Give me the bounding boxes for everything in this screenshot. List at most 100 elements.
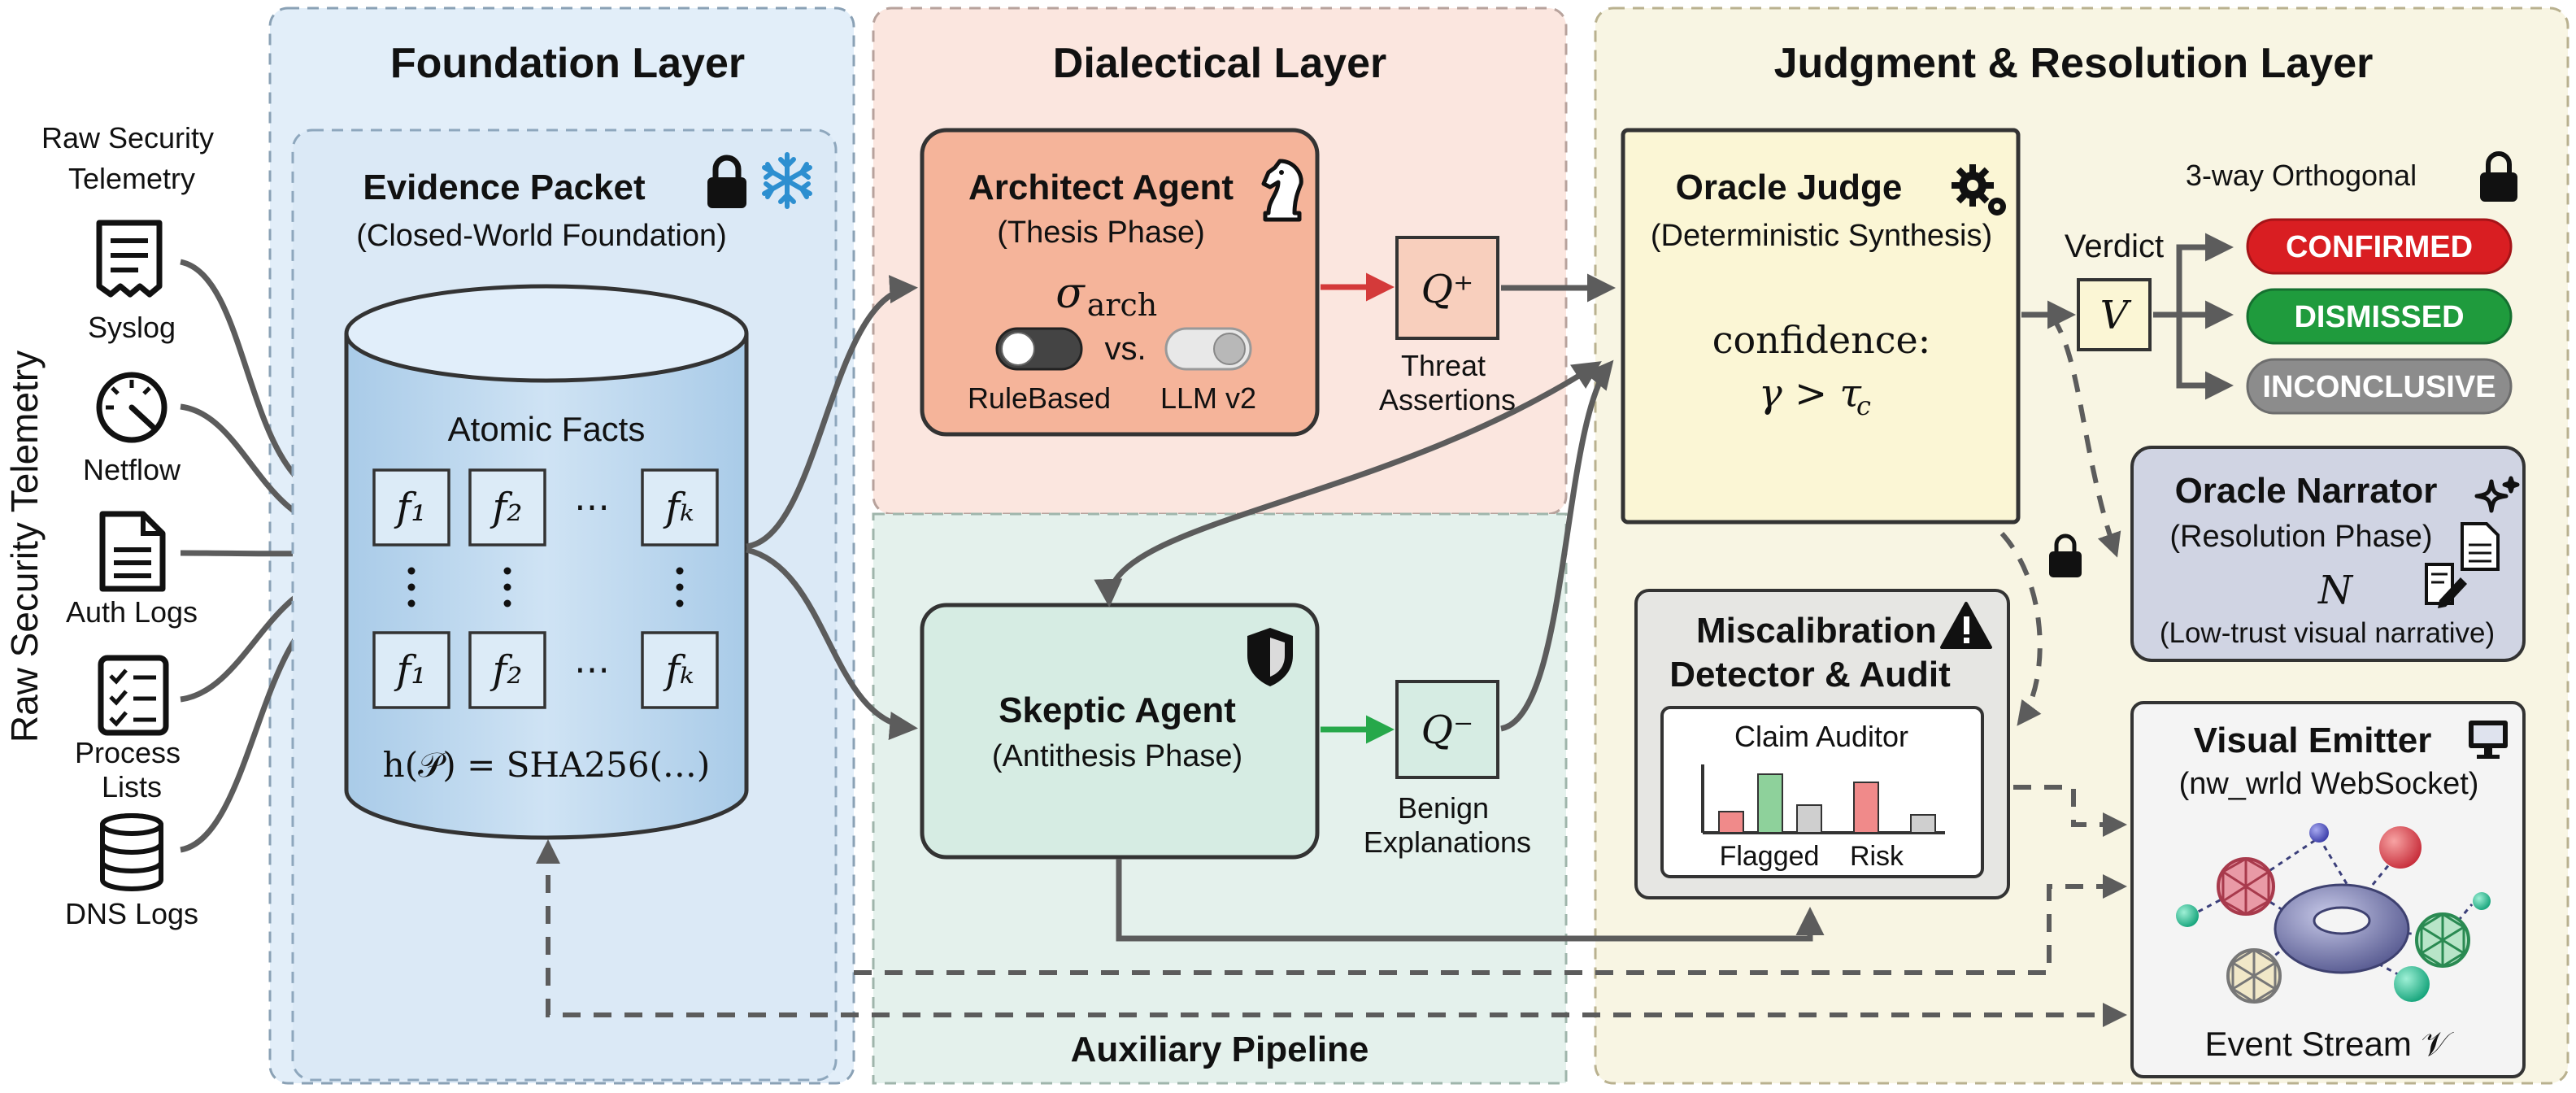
process-lists-line2: Lists [102,770,162,803]
oracle-judge-box [1621,128,2021,525]
oracle-narrator-title: Oracle Narrator [2175,471,2438,511]
snowflake-icon [762,152,812,209]
benign-explanations-line1: Benign [1398,791,1489,825]
verdict-inconclusive-pill[interactable] [2246,358,2513,415]
source-label-netflow: Netflow [83,453,181,486]
foundation-layer-title: Foundation Layer [390,40,745,87]
dashed-arrow-feedback-to-foundation [536,839,2127,1027]
mini-chart-bar [1910,814,1936,834]
evidence-packet-subtitle: (Closed-World Foundation) [356,219,727,253]
document-icon [2461,522,2500,571]
verdict-confirmed-label: CONFIRMED [2286,230,2473,264]
vs-label: vs. [1104,331,1146,367]
fact-f2-row2: f₂ [490,647,522,693]
gauge-icon [96,372,168,443]
oracle-narrator-box [2130,446,2526,662]
confidence-subscript: c [1856,390,1871,421]
verdict-inconclusive-label: INCONCLUSIVE [2262,370,2496,404]
sparkle-icon [2474,476,2520,513]
fact-box [641,468,719,546]
document-icon [99,511,166,592]
miscalibration-title-line1: Miscalibration [1696,611,1937,651]
oracle-narrator-subtitle: (Resolution Phase) [2169,520,2432,554]
claim-auditor-title: Claim Auditor [1734,720,1908,753]
risk-label: Risk [1850,841,1904,872]
fact-f2: f₂ [490,485,522,530]
q-plus-box [1395,236,1499,340]
vertical-ellipsis [407,567,684,607]
inputs-title-line1: Raw Security [41,121,214,155]
fact-f1: f₁ [394,485,426,530]
q-minus-box [1395,680,1499,779]
edit-document-icon [2425,563,2467,608]
inputs-title-line2: Telemetry [68,162,195,195]
threat-assertions-line2: Assertions [1379,383,1516,416]
q-plus-symbol: Q⁺ [1421,267,1474,312]
fact-box [372,468,450,546]
verdict-box [2077,278,2152,351]
shield-icon [1247,628,1293,686]
arrow-facts-to-skeptic [746,546,918,740]
benign-explanations-line2: Explanations [1364,825,1531,859]
arrow-verdict-inconclusive [2176,315,2234,400]
confidence-expression: γ > τ [1759,371,1862,416]
arrow-judge-skeptic-loop [1094,361,1602,607]
q-minus-symbol: Q⁻ [1421,708,1474,753]
fact-box [468,631,546,709]
architect-agent-title: Architect Agent [968,168,1234,207]
receipt-icon [96,220,163,298]
fact-box [641,631,719,709]
visual-emitter-title: Visual Emitter [2194,721,2432,760]
narrator-symbol: N [2317,568,2354,613]
verdict-confirmed-pill[interactable] [2246,218,2513,275]
side-telemetry-label: Raw Security Telemetry [3,351,46,742]
atomic-facts-title: Atomic Facts [448,410,646,448]
llm-v2-label: LLM v2 [1160,381,1256,415]
source-label-auth-logs: Auth Logs [66,595,198,629]
source-label-process-lists: Process Lists [75,736,189,803]
judgment-layer-title: Judgment & Resolution Layer [1774,40,2374,87]
monitor-icon [2469,721,2508,759]
event-stream-label: Event Stream 𝒱 [2204,1025,2454,1063]
dashed-arrow-audit-to-emitter [2013,785,2127,837]
skeptic-agent-title: Skeptic Agent [999,690,1236,730]
database-icon [100,813,163,891]
sigma-symbol: σ [1055,269,1086,318]
dashed-arrow-judge-to-narrator [2050,316,2121,558]
inputs-title: Raw Security Telemetry [41,121,222,195]
dashed-arrow-judge-to-audit [1999,531,2043,726]
checklist-icon [98,655,169,736]
chess-knight-icon [1261,159,1303,222]
verdict-dismissed-pill[interactable] [2246,288,2513,345]
process-lists-line1: Process [75,736,181,769]
mini-chart-bar [1853,782,1879,834]
fact-f1-row2: f₁ [394,647,426,693]
verdict-dismissed-label: DISMISSED [2294,300,2464,334]
flagged-label: Flagged [1720,841,1820,872]
orthogonal-label: 3-way Orthogonal [2186,159,2417,192]
evidence-packet-title: Evidence Packet [363,168,646,207]
verdict-symbol: V [2100,293,2132,338]
dialectical-layer-title: Dialectical Layer [1053,40,1386,87]
verdict-label: Verdict [2065,229,2164,264]
atomic-facts-cylinder [344,333,749,840]
lock-icon [2480,151,2517,202]
cylinder-top [344,284,749,383]
rulebased-toggle-knob [1001,332,1035,366]
warning-icon [1940,602,1992,649]
mini-chart-bar [1796,804,1822,834]
rulebased-label: RuleBased [968,381,1111,415]
fact-ellipsis-row2: ⋯ [574,649,610,690]
fact-fk: fₖ [663,485,694,530]
oracle-judge-title: Oracle Judge [1676,168,1903,207]
llm-v2-toggle-knob [1213,333,1246,365]
source-label-syslog: Syslog [88,311,176,344]
fact-box [468,468,546,546]
hash-formula: h(𝒫) = SHA256(…) [383,745,711,785]
visual-emitter-subtitle: (nw_wrld WebSocket) [2179,767,2479,801]
oracle-judge-subtitle: (Deterministic Synthesis) [1651,219,1992,253]
architect-agent-subtitle: (Thesis Phase) [997,216,1205,250]
miscalibration-title-line2: Detector & Audit [1669,655,1951,695]
arrow-facts-to-architect [746,275,918,550]
